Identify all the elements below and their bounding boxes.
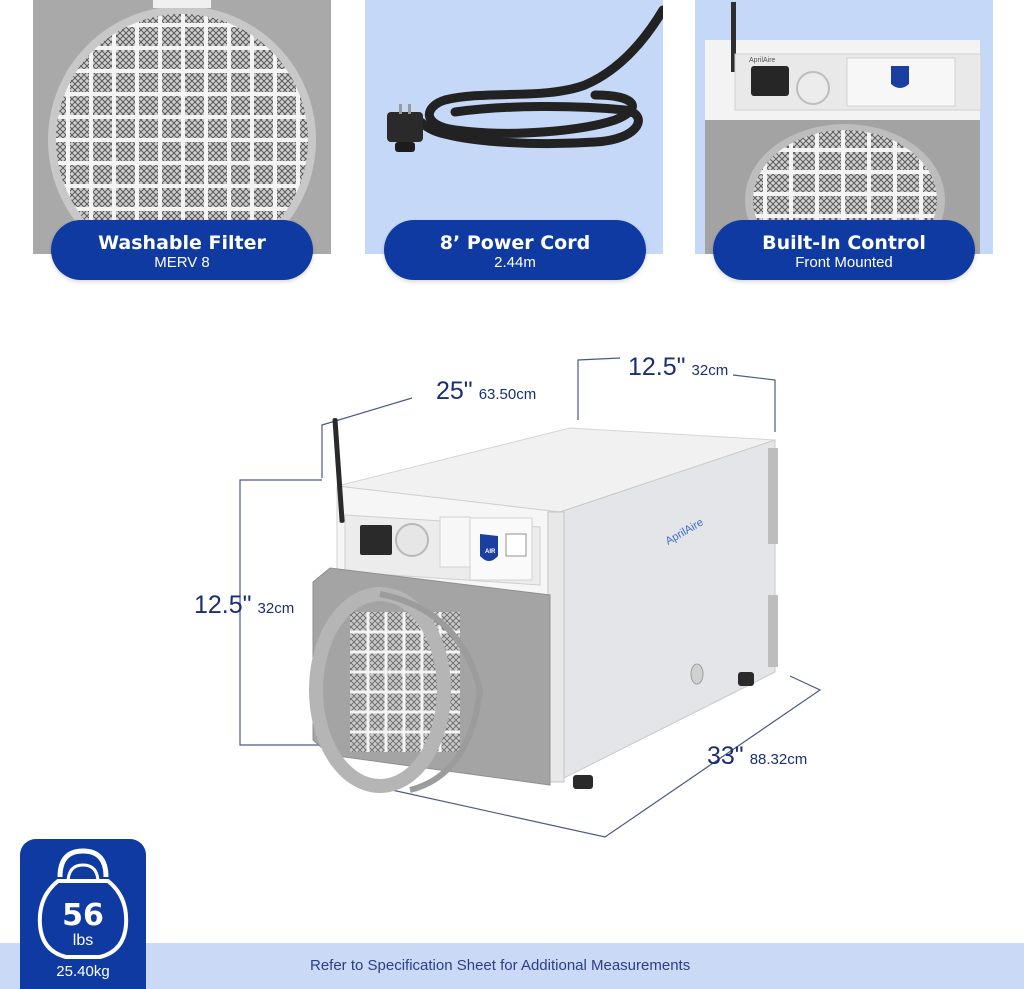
power-cord-photo [365, 0, 663, 254]
dimension-metric: 63.50cm [478, 386, 537, 403]
weight-value: 56 [62, 898, 104, 933]
dehumidifier-diagram: AprilAire AIR [239, 357, 822, 838]
dimension-length: 33" 88.32cm [707, 742, 807, 771]
feature-subtitle: 2.44m [494, 254, 536, 271]
weight-badge: 56 lbs 25.40kg [20, 839, 146, 989]
svg-text:AIR: AIR [485, 549, 496, 555]
dimension-value: 12.5" [194, 591, 252, 619]
plug-icon [387, 104, 423, 152]
feature-title: Washable Filter [98, 232, 266, 254]
kettlebell-icon: 56 lbs [37, 848, 129, 959]
weight-unit: lbs [73, 932, 93, 949]
dimension-metric: 32cm [257, 600, 295, 617]
control-panel-photo: AprilAire [695, 0, 993, 254]
dimension-value: 12.5" [628, 353, 686, 381]
dimension-metric: 32cm [691, 362, 729, 379]
feature-pill-power-cord: 8’ Power Cord 2.44m [384, 220, 646, 280]
footer-bar: Refer to Specification Sheet for Additio… [0, 943, 1024, 989]
feature-subtitle: MERV 8 [154, 254, 210, 271]
dimension-width: 25" 63.50cm [436, 377, 536, 406]
feature-title: 8’ Power Cord [439, 232, 591, 254]
dimension-metric: 88.32cm [749, 751, 808, 768]
dimension-depth: 12.5" 32cm [628, 353, 728, 382]
feature-pill-built-in-control: Built-In Control Front Mounted [713, 220, 975, 280]
footer-note: Refer to Specification Sheet for Additio… [310, 957, 691, 974]
feature-subtitle: Front Mounted [795, 254, 893, 271]
dimension-height: 12.5" 32cm [194, 591, 294, 620]
feature-pill-washable-filter: Washable Filter MERV 8 [51, 220, 313, 280]
feature-title: Built-In Control [762, 232, 926, 254]
dimension-value: 33" [707, 742, 744, 770]
dimension-value: 25" [436, 377, 473, 405]
weight-metric: 25.40kg [56, 963, 110, 980]
svg-text:AprilAire: AprilAire [749, 57, 776, 64]
filter-photo [33, 0, 331, 254]
